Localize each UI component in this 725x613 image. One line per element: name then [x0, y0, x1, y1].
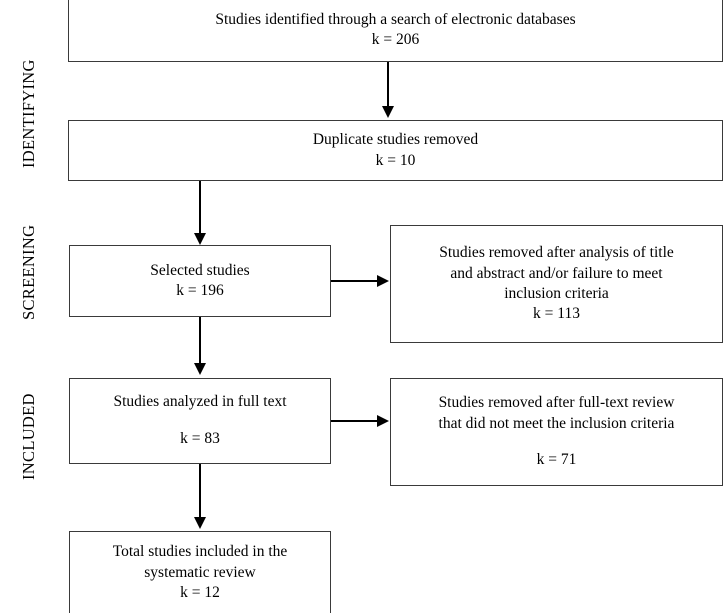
connector-selected-to-excluded-title-arrowhead: [377, 274, 389, 287]
connector-identified-to-duplicates-arrowhead: [381, 106, 394, 118]
box-duplicate-studies-removed: Duplicate studies removed k = 10: [68, 120, 723, 181]
connector-fulltext-to-included-line: [199, 464, 201, 519]
stage-label-included-text: INCLUDED: [19, 393, 38, 480]
connector-selected-to-fulltext-line: [199, 317, 201, 365]
connector-fulltext-to-included-arrowhead: [193, 517, 206, 529]
box-studies-analyzed-full-text-line1: Studies analyzed in full text: [113, 393, 287, 411]
box-studies-identified-count: k = 206: [371, 31, 420, 48]
box-total-studies-included-line1: Total studies included in the: [112, 543, 288, 561]
box-total-studies-included-line2: systematic review: [144, 563, 256, 581]
box-excluded-title-abstract-line2: and abstract and/or failure to meet: [450, 264, 663, 282]
box-studies-analyzed-full-text-count: k = 83: [180, 430, 220, 448]
connector-identified-to-duplicates-line: [387, 62, 389, 108]
connector-selected-to-fulltext-arrowhead: [193, 363, 206, 375]
box-selected-studies: Selected studies k = 196: [69, 245, 331, 317]
connector-fulltext-to-excluded-fulltext-arrowhead: [377, 414, 389, 427]
box-selected-studies-line1: Selected studies: [150, 261, 250, 279]
connector-selected-to-excluded-title-line: [331, 280, 379, 282]
box-excluded-full-text-line2: that did not meet the inclusion criteria: [438, 414, 675, 432]
box-studies-analyzed-full-text: Studies analyzed in full text k = 83: [69, 378, 331, 464]
stage-label-identifying-text: IDENTIFYING: [19, 59, 38, 168]
box-excluded-full-text-line1: Studies removed after full-text review: [438, 394, 675, 412]
box-excluded-title-abstract-line3: inclusion criteria: [504, 285, 609, 302]
box-total-studies-included-count: k = 12: [180, 584, 220, 602]
box-total-studies-included: Total studies included in the systematic…: [69, 531, 331, 613]
box-excluded-full-text: Studies removed after full-text review t…: [390, 378, 723, 486]
connector-duplicates-to-selected-line: [199, 181, 201, 235]
box-excluded-title-abstract-line1: Studies removed after analysis of title: [439, 244, 674, 262]
box-studies-identified-line1: Studies identified through a search of e…: [215, 10, 576, 28]
box-excluded-full-text-count: k = 71: [536, 451, 577, 469]
box-selected-studies-count: k = 196: [176, 282, 224, 299]
connector-fulltext-to-excluded-fulltext-line: [331, 420, 379, 422]
box-duplicate-studies-removed-line1: Duplicate studies removed: [312, 131, 479, 149]
connector-duplicates-to-selected-arrowhead: [193, 233, 206, 245]
box-duplicate-studies-removed-count: k = 10: [375, 151, 416, 169]
box-studies-identified: Studies identified through a search of e…: [68, 0, 723, 62]
box-excluded-title-abstract: Studies removed after analysis of title …: [390, 225, 723, 343]
stage-label-screening-text: SCREENING: [19, 224, 38, 320]
box-excluded-title-abstract-count: k = 113: [533, 305, 580, 323]
